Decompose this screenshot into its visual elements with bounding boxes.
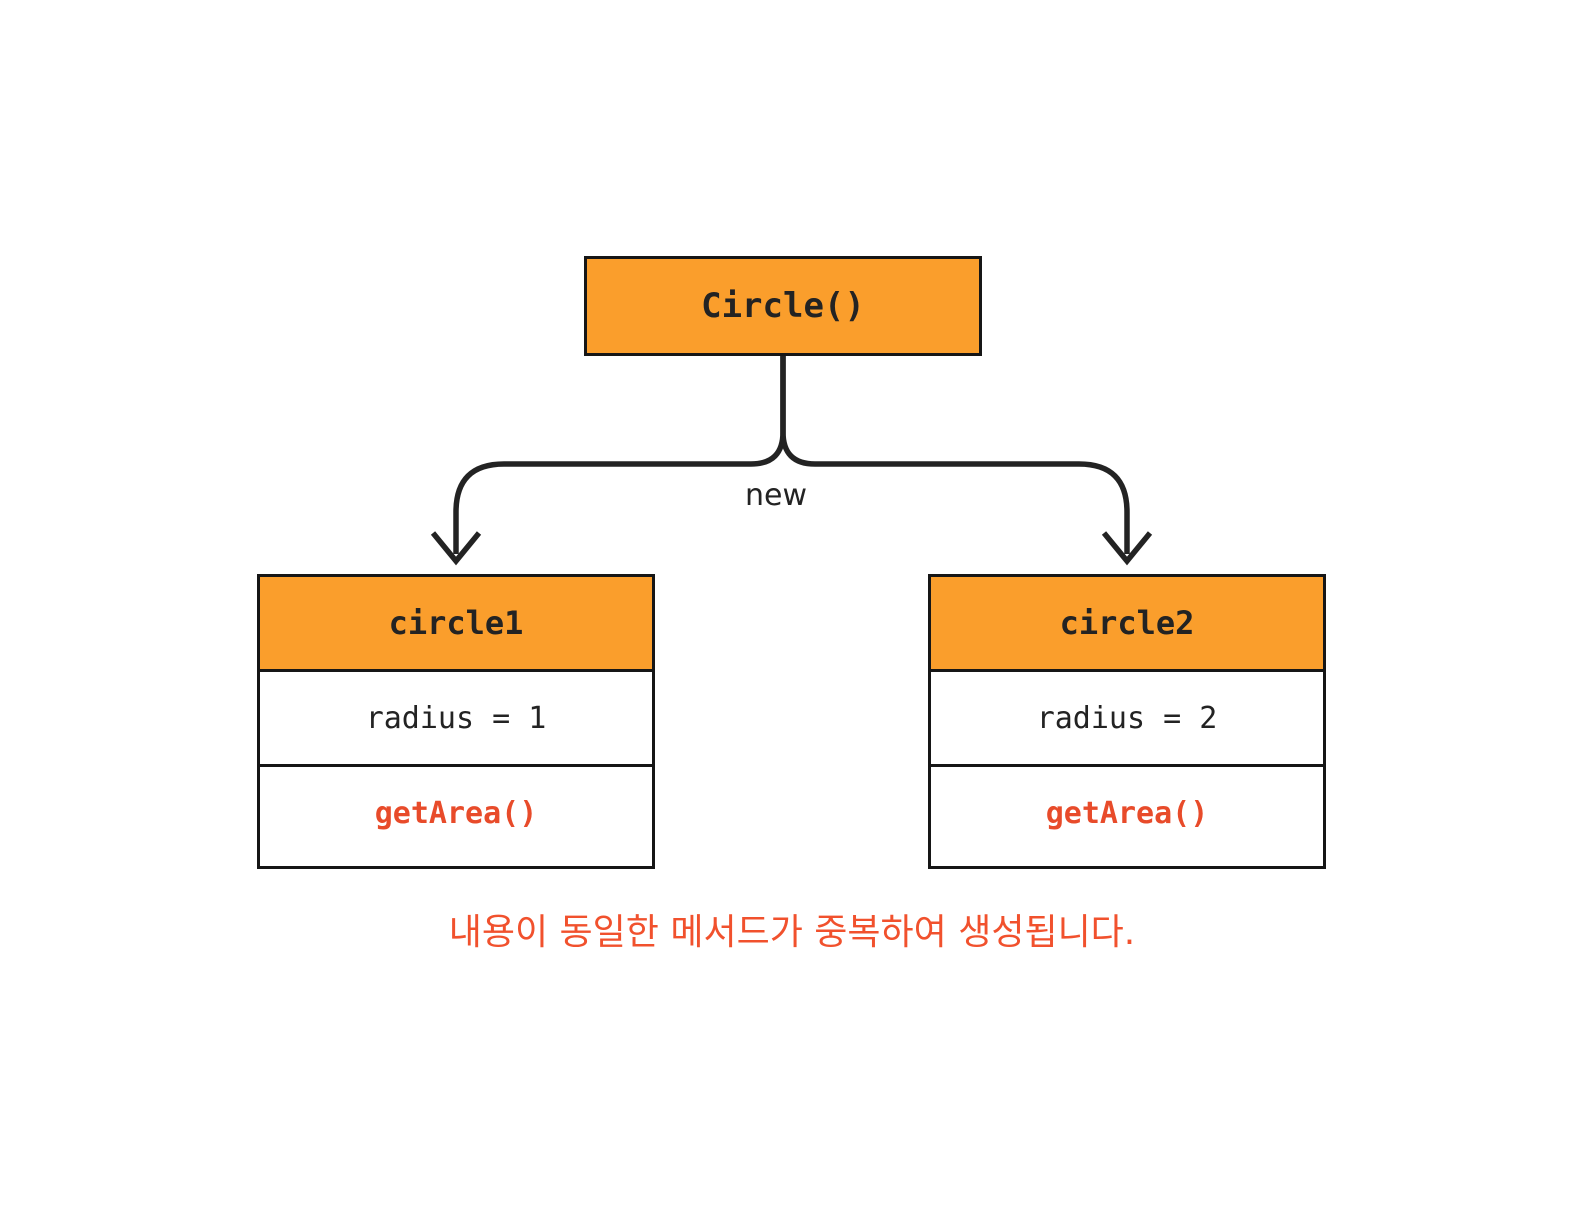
instance-title: circle2 — [931, 577, 1323, 672]
instance-attribute: radius = 1 — [260, 672, 652, 767]
constructor-box: Circle() — [584, 256, 982, 356]
instance-method: getArea() — [374, 796, 538, 831]
instance-box-circle2: circle2 radius = 2 getArea() — [928, 574, 1326, 869]
instance-box-circle1: circle1 radius = 1 getArea() — [257, 574, 655, 869]
connector-left-branch — [453, 356, 786, 554]
instance-title: circle1 — [260, 577, 652, 672]
constructor-label: Circle() — [701, 286, 865, 326]
instance-attribute: radius = 2 — [931, 672, 1323, 767]
edge-label-new: new — [744, 478, 807, 513]
arrowhead-right-icon — [1101, 531, 1153, 566]
instance-method: getArea() — [1045, 796, 1209, 831]
caption-text: 내용이 동일한 메서드가 중복하여 생성됩니다. — [448, 912, 1136, 953]
connector-right-branch — [780, 356, 1130, 554]
arrowhead-left-icon — [430, 531, 482, 566]
